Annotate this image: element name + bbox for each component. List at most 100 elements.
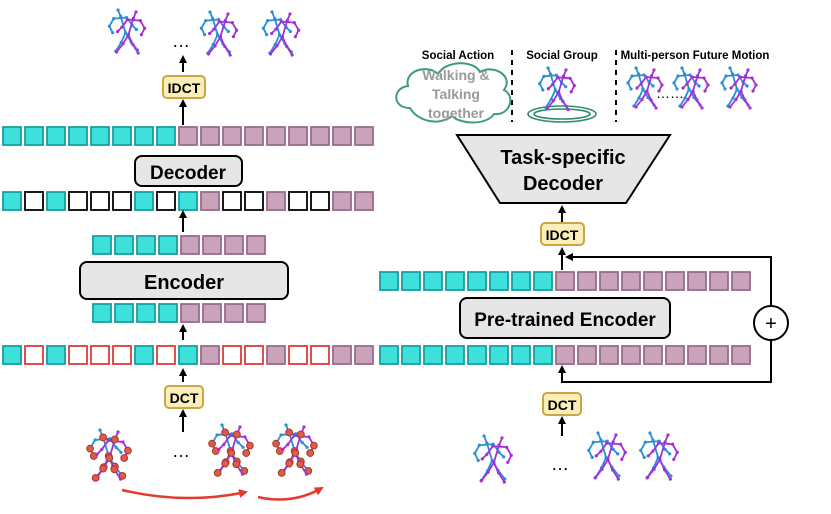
decoder-text: Decoder [150,163,227,184]
token-box [112,345,132,365]
token-box [222,345,242,365]
stick-figure [206,12,239,57]
dct-text: DCT [170,390,199,406]
stick-figure [268,12,301,57]
token-box [158,303,178,323]
token-box [665,271,685,291]
token-box [200,126,220,146]
token-box [288,126,308,146]
token-box [46,126,66,146]
idct-text-right: IDCT [546,227,579,243]
left-panel: … IDCT Decoder Encoder DCT [2,8,374,501]
token-box [533,345,553,365]
future-ellipsis: …… [656,85,684,101]
skeleton-pair-1 [626,66,664,110]
skeleton-pair-2 [208,423,254,477]
decoder-line-2: Decoder [523,173,603,195]
stick-figure [114,10,147,55]
token-box [178,191,198,211]
stick-figure [277,425,318,477]
output-skeleton-group: … [107,8,301,57]
token-box [2,126,22,146]
output-token-row [2,126,374,146]
header-future-motion: Multi-person Future Motion [621,50,770,62]
token-box [134,191,154,211]
token-box [401,271,421,291]
token-box [445,345,465,365]
token-box [266,345,286,365]
token-box [489,345,509,365]
header-social-action: Social Action [422,50,494,62]
token-box [266,126,286,146]
decoder-line-1: Task-specific [500,147,625,169]
skeleton-pair-3 [272,423,318,477]
token-box [222,191,242,211]
token-box [511,345,531,365]
token-box [423,345,443,365]
token-box [24,345,44,365]
token-box [156,126,176,146]
skeleton-pair-2 [587,431,627,481]
token-box [46,191,66,211]
stick-figure [272,423,313,475]
shift-arrow-2 [257,486,324,501]
cloud-line-1: Walking & [422,67,489,83]
token-box [621,345,641,365]
dct-label-right: DCT [542,392,582,416]
token-box [577,345,597,365]
decoder-module: Decoder [134,155,243,187]
token-box [599,345,619,365]
input-skeleton-group: … [86,423,318,482]
idct-label: IDCT [162,75,206,99]
input-ellipsis: … [551,454,569,474]
thought-cloud: Walking & Talking together [395,62,512,124]
token-box [709,271,729,291]
shift-arrow-1 [121,488,248,500]
encoder-module: Encoder [79,261,289,300]
token-box [224,235,244,255]
token-box [136,235,156,255]
pretrained-encoder: Pre-trained Encoder [459,297,671,339]
token-box [92,303,112,323]
idct-label-right: IDCT [540,222,585,246]
token-box [2,191,22,211]
token-box [134,126,154,146]
token-box [555,345,575,365]
token-box [200,191,220,211]
token-box [533,271,553,291]
stick-figure [728,68,758,110]
token-box [379,345,399,365]
token-box [665,345,685,365]
skeleton-pair-2 [672,66,710,110]
stick-figure [213,425,254,477]
token-box [114,235,134,255]
ellipsis-top: … [172,31,190,51]
token-box [202,303,222,323]
token-box [92,235,112,255]
token-box [134,345,154,365]
header-social-group: Social Group [526,50,598,62]
dct-text-right: DCT [548,397,577,413]
token-box [401,345,421,365]
token-box [90,345,110,365]
token-box [156,345,176,365]
token-box [90,191,110,211]
skeleton-pair-3 [639,431,679,481]
token-box [200,345,220,365]
token-box [244,191,264,211]
token-box [731,271,751,291]
token-box [621,271,641,291]
token-box [202,235,222,255]
token-box [90,126,110,146]
stick-figure [545,68,576,112]
stick-figure [91,430,132,482]
token-box [687,345,707,365]
skeleton-pair-2 [199,10,239,57]
token-box [379,271,399,291]
token-box [112,191,132,211]
encoder-text-right: Pre-trained Encoder [474,310,656,331]
encoder-output-token-row [92,235,266,255]
task-specific-decoder: Task-specific Decoder [455,134,672,204]
cloud-line-2: Talking [432,86,480,102]
encoder-input-token-row [379,345,751,365]
